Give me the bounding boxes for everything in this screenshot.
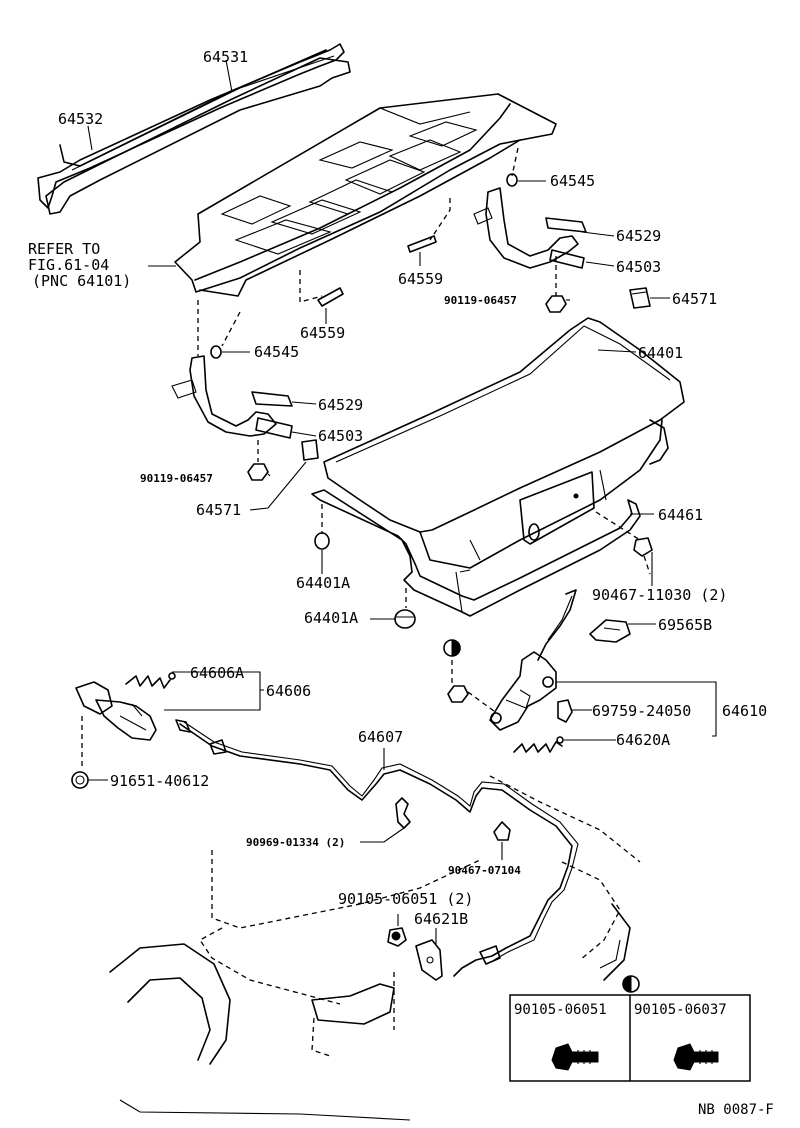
label-90467-07104: 90467-07104 (448, 864, 521, 877)
label-64401A-upper: 64401A (296, 574, 350, 592)
label-64532: 64532 (58, 110, 103, 128)
bolt-latch (447, 660, 469, 703)
label-64606A: 64606A (190, 664, 244, 682)
label-64610: 64610 (722, 702, 767, 720)
label-90467-11030: 90467-11030 (2) (592, 586, 727, 604)
grommet-91651 (71, 771, 89, 789)
label-64545-lower: 64545 (254, 343, 299, 361)
label-64401A-lower: 64401A (304, 609, 358, 627)
spring-64620A (513, 736, 564, 753)
car-body-outline (109, 775, 641, 1121)
screw-90467-07104 (493, 821, 511, 841)
table-col1-header: 90105-06051 (514, 1002, 607, 1018)
label-64531: 64531 (203, 48, 248, 66)
label-64545-upper: 64545 (550, 172, 595, 190)
grommet-64545-lower (210, 345, 222, 359)
label-69759-24050: 69759-24050 (592, 702, 691, 720)
clip-69565B (589, 619, 631, 643)
label-64503-upper: 64503 (616, 258, 661, 276)
label-69565B: 69565B (658, 616, 712, 634)
bolt-90105-cable (387, 927, 407, 947)
bracket-64621B (415, 939, 443, 981)
cushion-64571-upper (629, 287, 651, 309)
label-90119-upper: 90119-06457 (444, 294, 517, 307)
latch-assembly (467, 589, 577, 731)
label-64529-lower: 64529 (318, 396, 363, 414)
bumper-64401A-upper (314, 532, 330, 550)
label-refer-to: REFER TO (28, 240, 100, 258)
label-90969-01334: 90969-01334 (2) (246, 836, 345, 849)
label-64571-upper: 64571 (672, 290, 717, 308)
switch-69759 (557, 699, 573, 723)
label-64559-upper: 64559 (398, 270, 443, 288)
bolt-table: 90105-06051 90105-06037 (509, 975, 751, 1082)
label-64559-lower: 64559 (300, 324, 345, 342)
screw-90467-11030 (633, 537, 653, 575)
label-64529-upper: 64529 (616, 227, 661, 245)
bumper-64401A-lower (394, 609, 416, 629)
label-91651-40612: 91651-40612 (110, 772, 209, 790)
bolt-90119-upper (545, 295, 567, 313)
bolt-icon-06037 (673, 1043, 719, 1071)
marker-half-circle-table (622, 975, 640, 993)
label-64606: 64606 (266, 682, 311, 700)
label-64571-lower: 64571 (196, 501, 241, 519)
label-64401: 64401 (638, 344, 683, 362)
label-90119-lower: 90119-06457 (140, 472, 213, 485)
label-64621B: 64621B (414, 910, 468, 928)
table-col2-header: 90105-06037 (634, 1002, 727, 1018)
package-tray (174, 93, 557, 297)
marker-half-circle-latch (443, 639, 461, 657)
torsion-bars (37, 43, 351, 215)
leader-lines (87, 59, 717, 944)
diagram-code: NB 0087-F (698, 1102, 774, 1118)
part-labels: 64531 64532 REFER TO FIG.61-04 (PNC 6410… (28, 48, 767, 928)
stud-64559-upper (407, 235, 437, 253)
grommet-64545-upper (506, 173, 518, 187)
hinge-left (171, 355, 293, 439)
cushion-64571-lower (301, 439, 319, 461)
lid-inner-panel (311, 419, 669, 617)
trunk-lid (323, 317, 685, 569)
bolt-icon-06051 (551, 1043, 599, 1071)
label-64503-lower: 64503 (318, 427, 363, 445)
hinge-right (473, 187, 587, 269)
bolt-90119-lower (247, 440, 269, 481)
lever-assembly (75, 672, 176, 741)
stud-64559-lower (317, 287, 344, 307)
label-90105-06051-2: 90105-06051 (2) (338, 890, 473, 908)
label-64620A: 64620A (616, 731, 670, 749)
label-64607: 64607 (358, 728, 403, 746)
label-refer-pnc: (PNC 64101) (32, 272, 131, 290)
label-64461: 64461 (658, 506, 703, 524)
release-cable (175, 719, 579, 977)
label-refer-fig: FIG.61-04 (28, 256, 109, 274)
clip-90969 (395, 797, 411, 829)
